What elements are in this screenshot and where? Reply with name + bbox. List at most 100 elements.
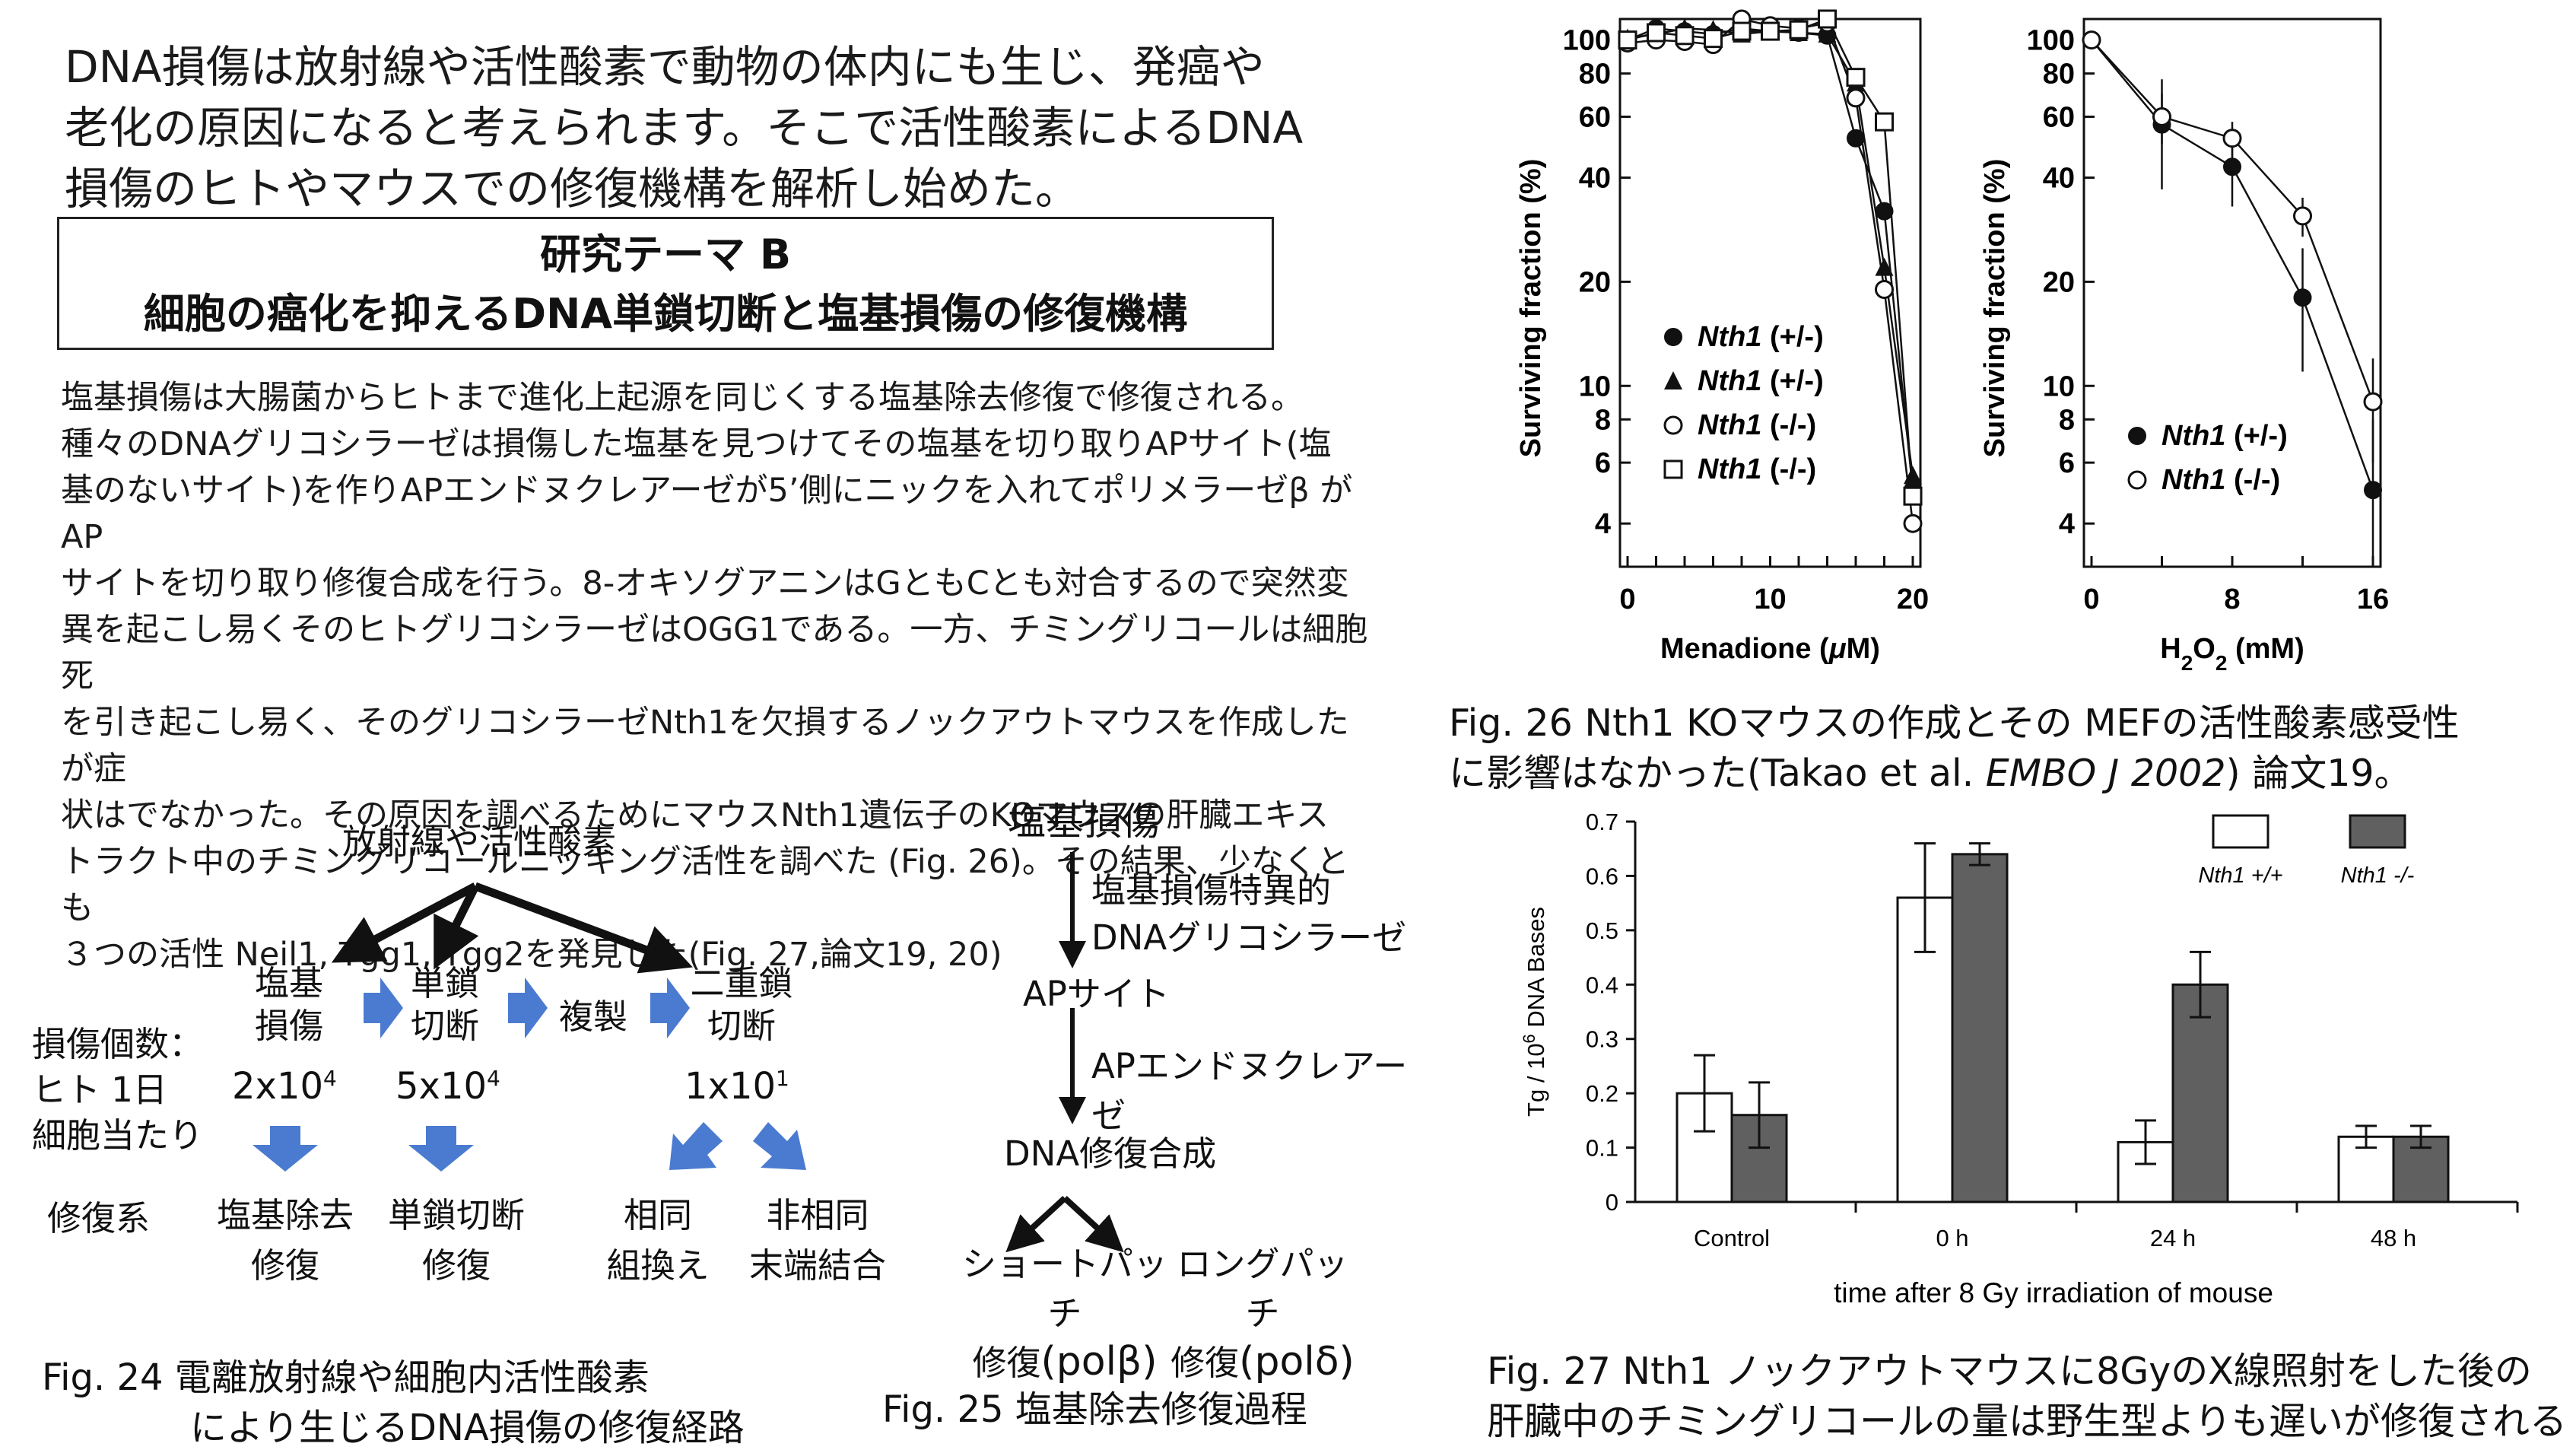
legend-label: Nth1 (+/-) <box>1698 365 1824 397</box>
y-tick-label: 80 <box>1579 59 1611 91</box>
enzyme-ap-endonuclease: APエンドヌクレアーゼ <box>1091 1046 1408 1136</box>
fig24-caption-line1: Fig. 24 電離放射線や細胞内活性酸素 <box>42 1356 650 1399</box>
fig24-arrows <box>253 882 806 1172</box>
x-tick-label: 0 <box>1619 583 1635 615</box>
count-base-exp: 4 <box>323 1066 337 1091</box>
repair-system-label: 修復系 <box>47 1198 151 1238</box>
legend-marker <box>1663 415 1683 435</box>
y-axis-label: Surviving fraction (%) <box>1979 159 2011 458</box>
fig27-caption-line1: Fig. 27 Nth1 ノックアウトマウスに8GyのX線照射をした後の <box>1487 1350 2532 1393</box>
blue-arrow-1 <box>364 978 403 1038</box>
y-tick-label: 0.5 <box>1586 917 1618 944</box>
count-ssb-exp: 4 <box>487 1066 500 1091</box>
data-point <box>2082 30 2101 50</box>
legend-gene: Nth1 <box>1698 365 1761 397</box>
fig27-caption-line2: 肝臓中のチミングリコールの量は野生型よりも遅いが修復される <box>1487 1400 2568 1443</box>
data-point <box>1846 68 1866 87</box>
blue-down-2 <box>408 1126 474 1172</box>
damage-count-label: 損傷個数： ヒト 1日 細胞当たり <box>32 1024 204 1156</box>
x-tick-label: 48 h <box>2371 1225 2416 1251</box>
data-point <box>2364 481 2382 500</box>
series-2 <box>2082 30 2383 463</box>
data-point <box>1789 20 1809 40</box>
count-base: 2x104 <box>232 1065 337 1108</box>
series-line <box>2091 39 2374 402</box>
y-axis-label: Tg / 106 DNA Bases <box>1520 907 1550 1117</box>
legend-swatch <box>2212 814 2269 849</box>
data-point <box>1903 513 1923 533</box>
legend-marker <box>1663 459 1683 479</box>
data-point <box>1647 23 1666 43</box>
y-tick-label: 100 <box>1563 25 1611 57</box>
data-point <box>1875 280 1894 300</box>
step-repair-synthesis: DNA修復合成 <box>1004 1133 1217 1174</box>
data-point <box>1675 26 1695 46</box>
bar <box>1951 853 2009 1203</box>
repair-ssbr: 単鎖切断 修復 <box>387 1195 525 1286</box>
repair-ber: 塩基除去 修復 <box>216 1195 354 1286</box>
x-tick-label: Control <box>1694 1225 1770 1251</box>
y-tick-label: 40 <box>2043 163 2075 195</box>
blue-arrow-3 <box>650 978 690 1038</box>
bar <box>2171 983 2229 1203</box>
data-point <box>1818 24 1837 43</box>
legend-label: Nth1 (+/-) <box>2161 420 2288 452</box>
blue-down-1 <box>253 1126 318 1172</box>
legend-gene: Nth1 <box>1698 409 1761 441</box>
arrow-to-ssb <box>434 884 479 970</box>
data-point <box>1875 112 1894 132</box>
node-single-strand-break: 単鎖 切断 <box>410 963 479 1046</box>
y-tick-label: 0 <box>1606 1189 1618 1216</box>
y-tick-label: 10 <box>2043 370 2075 402</box>
short-patch-sub: 修復(polβ) <box>962 1335 1167 1385</box>
x-tick-label: 16 <box>2357 583 2389 615</box>
legend-marker <box>1664 328 1682 346</box>
legend-label: Nth1 (+/-) <box>1698 321 1824 353</box>
legend-label: Nth1 (-/-) <box>2161 464 2280 496</box>
y-tick-label: 80 <box>2043 59 2075 91</box>
y-tick-label: 0.4 <box>1586 971 1618 998</box>
data-point <box>2363 392 2383 412</box>
arrow-branch-right <box>1062 1196 1124 1253</box>
legend-label: Nth1 (-/-) <box>1698 453 1816 485</box>
fig27-chart: 00.10.20.30.40.50.60.7Tg / 106 DNA Bases… <box>1520 809 2519 1308</box>
long-patch-sub: 修復(polδ) <box>1164 1335 1361 1385</box>
short-patch-pol: (polβ) <box>1040 1339 1158 1385</box>
legend-genotype: (+/-) <box>1761 365 1823 397</box>
data-point <box>2293 206 2312 226</box>
data-point <box>1846 88 1866 108</box>
legend-genotype: (-/-) <box>1761 409 1816 441</box>
legend-genotype: (+/-) <box>2225 420 2287 452</box>
legend-genotype: (+/-) <box>1761 321 1823 353</box>
y-tick-label: 10 <box>1579 370 1611 402</box>
x-axis-unit: (mM) <box>2227 633 2304 665</box>
count-dsb: 1x101 <box>684 1065 789 1108</box>
long-patch-label: ロングパッチ <box>1177 1244 1348 1334</box>
fig26-caption-part3: ) 論文19。 <box>2225 752 2412 795</box>
fig25-caption: Fig. 25 塩基除去修復過程 <box>882 1388 1307 1431</box>
legend-marker <box>2128 427 2146 445</box>
y-tick-label: 0.6 <box>1586 863 1618 889</box>
x-tick-label: 8 <box>2224 583 2240 615</box>
legend-genotype: (-/-) <box>2225 464 2280 496</box>
y-tick-label: 8 <box>2059 404 2075 436</box>
long-patch-repair: 修復 <box>1170 1343 1240 1383</box>
node-double-strand-break: 二重鎖 切断 <box>690 963 793 1046</box>
series-4 <box>1618 9 1923 506</box>
legend-genotype: (-/-) <box>1761 453 1816 485</box>
y-axis-exp: 6 <box>1520 1034 1539 1043</box>
x-tick-label: 24 h <box>2150 1225 2196 1251</box>
x-tick-label: 10 <box>1754 583 1786 615</box>
fig24-caption-line2: により生じるDNA損傷の修復経路 <box>190 1407 745 1449</box>
fig24-source: 放射線や活性酸素 <box>341 822 616 862</box>
short-patch-repair: 修復 <box>972 1343 1041 1383</box>
legend-label: Nth1 +/+ <box>2198 863 2282 888</box>
x-axis-sub: 2 <box>2215 651 2228 675</box>
legend-gene: Nth1 <box>1698 321 1761 353</box>
y-tick-label: 6 <box>1595 447 1611 479</box>
x-axis-label: time after 8 Gy irradiation of mouse <box>1834 1277 2273 1308</box>
legend-marker <box>2127 470 2147 490</box>
